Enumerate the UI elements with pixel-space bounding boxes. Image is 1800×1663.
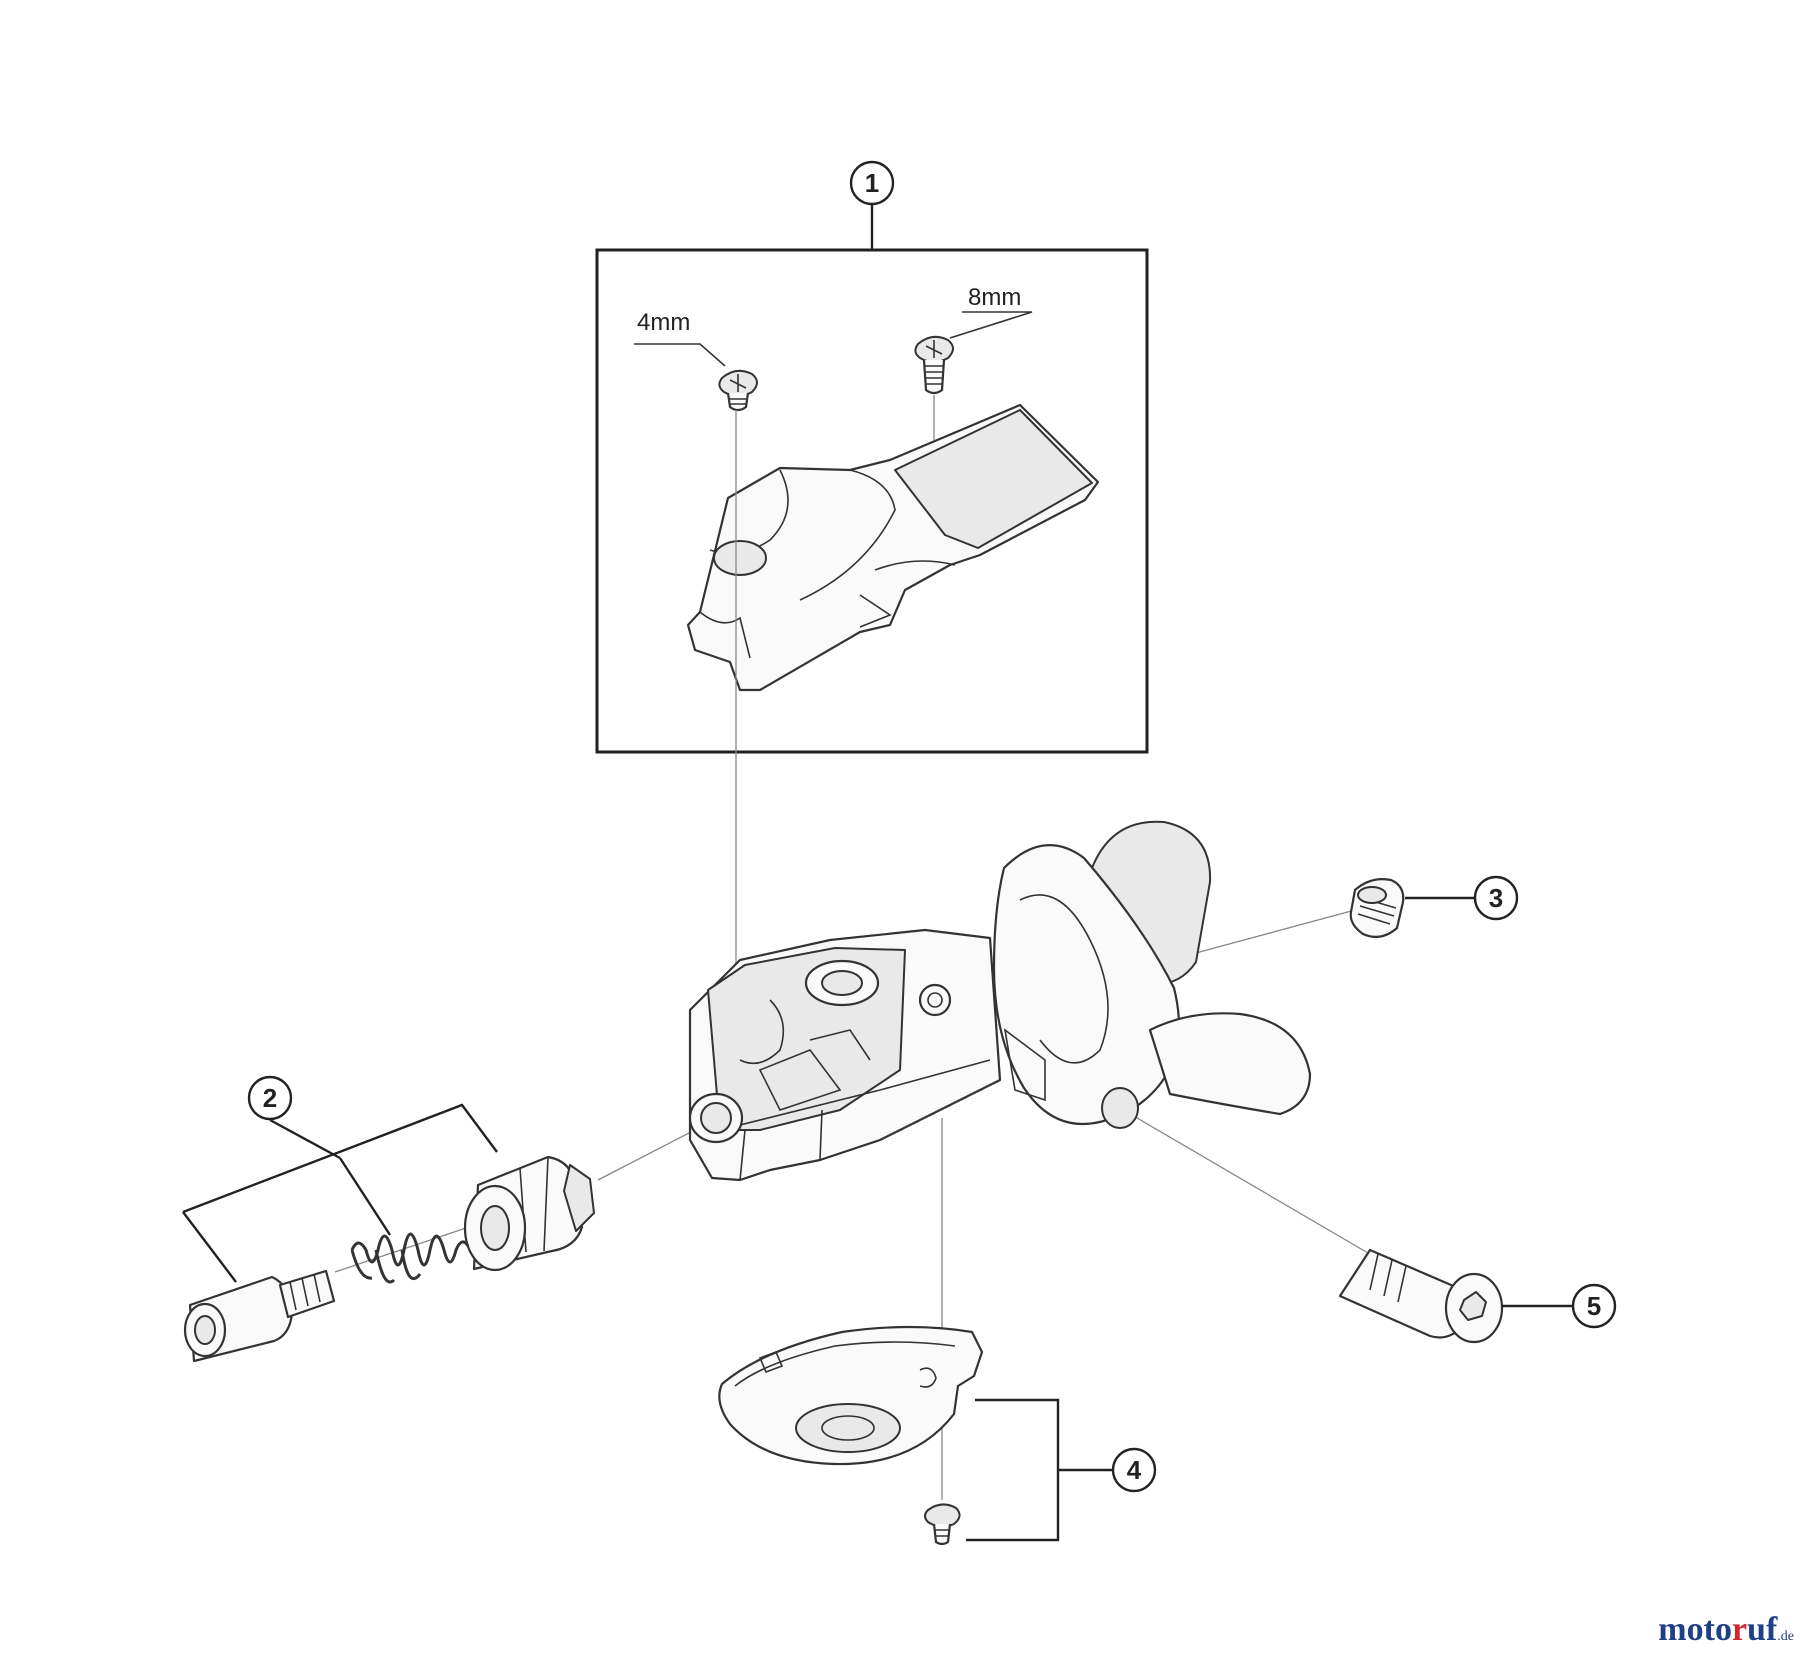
bottom-cover[interactable] xyxy=(718,1325,984,1466)
watermark-tld: .de xyxy=(1777,1629,1794,1644)
bottom-cover-screw[interactable] xyxy=(924,1503,961,1546)
watermark-part-2: r xyxy=(1731,1611,1748,1648)
screw-8mm-label: 8mm xyxy=(968,284,1021,311)
callout-5[interactable]: 5 xyxy=(1571,1283,1617,1329)
socket-bolt[interactable] xyxy=(1338,1248,1504,1344)
callout-4[interactable]: 4 xyxy=(1111,1447,1157,1493)
callout-4-bracket xyxy=(966,1398,1112,1542)
axis-line-plug xyxy=(1169,909,1356,961)
callout-2[interactable]: 2 xyxy=(247,1075,293,1121)
callout-2-leader xyxy=(269,1118,341,1160)
screw-8mm-label-leader xyxy=(949,311,1033,339)
callout-1[interactable]: 1 xyxy=(849,160,895,206)
callout-5-number: 5 xyxy=(1587,1291,1601,1321)
callout-2-bracket xyxy=(182,1103,498,1283)
screw-4mm[interactable] xyxy=(718,369,758,412)
motoruf-watermark: motoruf.de xyxy=(1658,1611,1794,1649)
callout-3[interactable]: 3 xyxy=(1473,875,1519,921)
adjuster-bolt[interactable] xyxy=(183,1269,336,1363)
axis-line-bolt xyxy=(1119,1107,1381,1261)
plug-cap[interactable] xyxy=(1349,878,1405,939)
screw-4mm-label-leader xyxy=(634,343,726,367)
compression-spring[interactable] xyxy=(350,1232,470,1284)
watermark-part-3: uf xyxy=(1747,1611,1778,1648)
watermark-part-1: moto xyxy=(1658,1611,1732,1648)
shifter-body[interactable] xyxy=(688,820,1312,1182)
screw-8mm[interactable] xyxy=(914,335,954,395)
screw-4mm-label: 4mm xyxy=(637,309,690,336)
adjuster-barrel[interactable] xyxy=(463,1155,595,1272)
top-cover[interactable] xyxy=(686,403,1100,692)
callout-1-number: 1 xyxy=(865,168,879,198)
callout-2-number: 2 xyxy=(263,1083,277,1113)
callout-3-number: 3 xyxy=(1489,883,1503,913)
callout-4-number: 4 xyxy=(1127,1455,1142,1485)
